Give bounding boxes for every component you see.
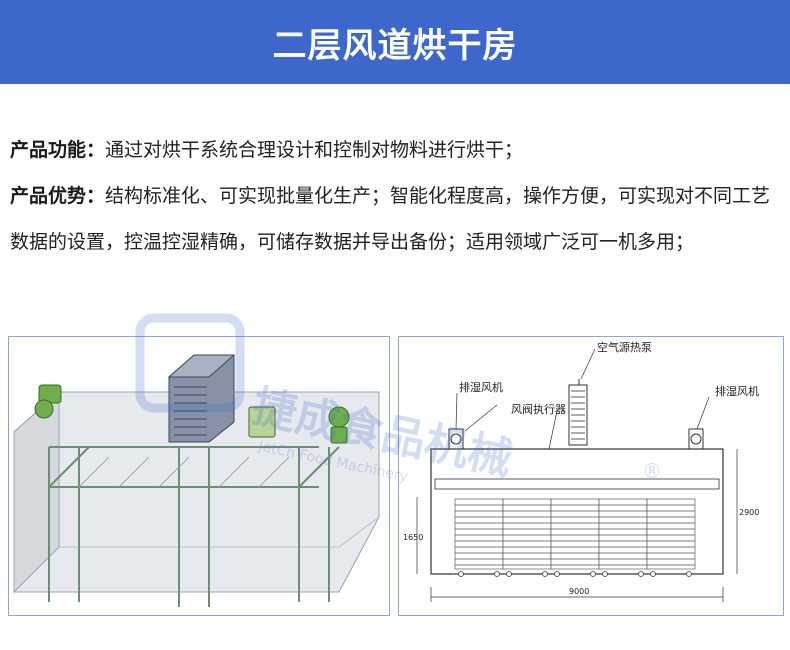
label-heat-pump: 空气源热泵 bbox=[597, 340, 652, 354]
advantage-text: 结构标准化、可实现批量化生产；智能化程度高，操作方便，可实现对不同工艺数据的设置… bbox=[10, 185, 771, 253]
dim-height-left: 1650 bbox=[403, 533, 423, 542]
advantage-label: 产品优势： bbox=[10, 185, 106, 207]
render-3d-drawing bbox=[13, 354, 380, 607]
page-title: 二层风道烘干房 bbox=[0, 0, 790, 84]
label-damper-actuator: 风阀执行器 bbox=[511, 402, 566, 416]
cad-drawing: 空气源热泵 排湿风机 排湿风机 风阀执行器 风道 bbox=[403, 340, 759, 602]
cad-drawing-image: 空气源热泵 排湿风机 排湿风机 风阀执行器 风道 bbox=[398, 336, 784, 616]
function-text: 通过对烘干系统合理设计和控制对物料进行烘干； bbox=[105, 139, 524, 161]
product-advantage: 产品优势：结构标准化、可实现批量化生产；智能化程度高，操作方便，可实现对不同工艺… bbox=[10, 173, 785, 265]
render-3d-image bbox=[8, 336, 390, 616]
dim-width: 9000 bbox=[569, 587, 589, 596]
label-exhaust-fan-right: 排湿风机 bbox=[715, 384, 759, 398]
function-label: 产品功能： bbox=[10, 139, 106, 161]
label-exhaust-fan-left: 排湿风机 bbox=[459, 380, 503, 394]
dim-height-right: 2900 bbox=[739, 508, 759, 517]
product-function: 产品功能：通过对烘干系统合理设计和控制对物料进行烘干； bbox=[10, 127, 785, 173]
